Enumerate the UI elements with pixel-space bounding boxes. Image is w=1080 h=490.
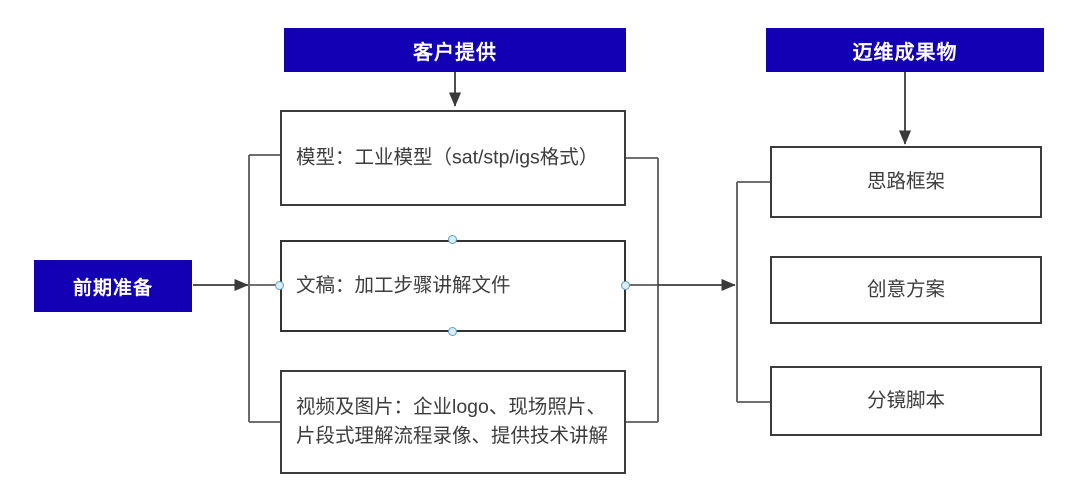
node-input-model-label: 模型：工业模型（sat/stp/igs格式） bbox=[296, 146, 599, 169]
node-start-preparation-label: 前期准备 bbox=[72, 277, 153, 299]
node-output-storyboard-label: 分镜脚本 bbox=[866, 389, 945, 412]
node-output-framework-label: 思路框架 bbox=[866, 170, 945, 193]
selection-handle-top[interactable] bbox=[448, 235, 457, 244]
selection-handle-right[interactable] bbox=[621, 281, 630, 290]
node-input-video-photo[interactable]: 视频及图片：企业logo、现场照片、片段式理解流程录像、提供技术讲解 bbox=[280, 370, 626, 474]
node-start-preparation[interactable]: 前期准备 bbox=[34, 260, 192, 312]
node-output-creative-plan-label: 创意方案 bbox=[866, 278, 945, 301]
banner-customer-provides-label: 客户提供 bbox=[413, 41, 497, 64]
node-output-storyboard[interactable]: 分镜脚本 bbox=[770, 366, 1042, 436]
node-input-model[interactable]: 模型：工业模型（sat/stp/igs格式） bbox=[280, 110, 626, 206]
node-input-video-photo-label: 视频及图片：企业logo、现场照片、片段式理解流程录像、提供技术讲解 bbox=[296, 396, 609, 447]
banner-maiwei-deliverables-label: 迈维成果物 bbox=[852, 41, 958, 64]
banner-maiwei-deliverables: 迈维成果物 bbox=[766, 28, 1044, 72]
banner-customer-provides: 客户提供 bbox=[284, 28, 626, 72]
selection-handle-bottom[interactable] bbox=[448, 327, 457, 336]
node-output-framework[interactable]: 思路框架 bbox=[770, 146, 1042, 218]
selection-handle-left[interactable] bbox=[275, 281, 284, 290]
node-input-document[interactable]: 文稿：加工步骤讲解文件 bbox=[280, 240, 626, 332]
node-output-creative-plan[interactable]: 创意方案 bbox=[770, 256, 1042, 324]
node-input-document-label: 文稿：加工步骤讲解文件 bbox=[296, 274, 511, 297]
